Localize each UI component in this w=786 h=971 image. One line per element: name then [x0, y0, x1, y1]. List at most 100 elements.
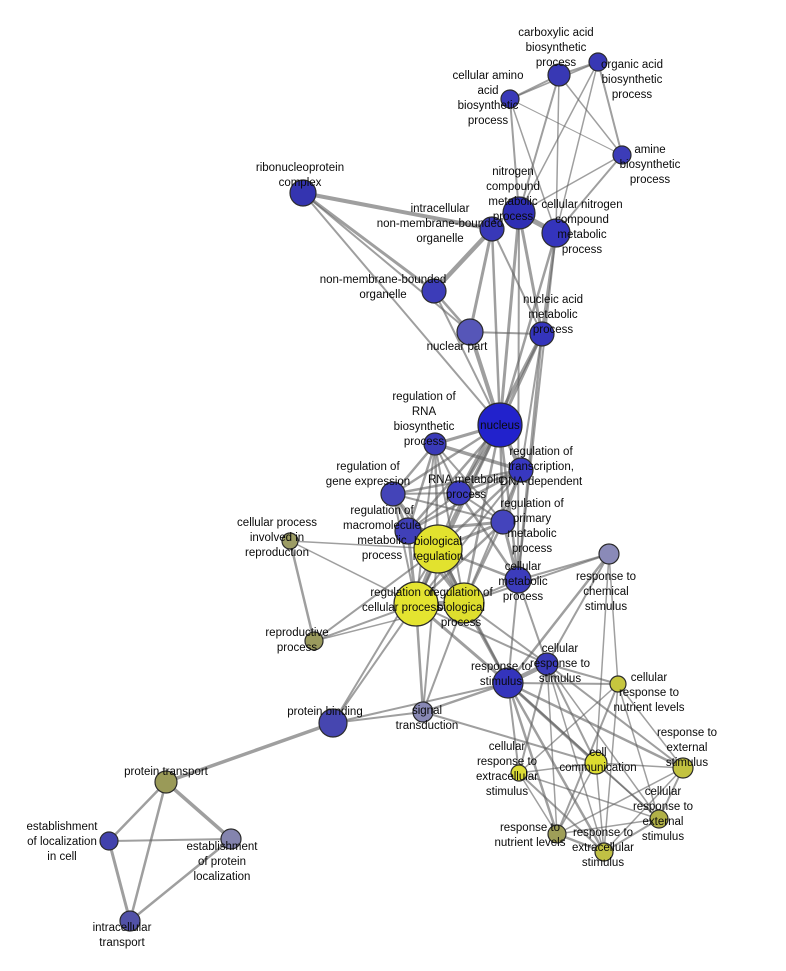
node-intratrans[interactable]: [119, 910, 141, 932]
node-intraorg[interactable]: [479, 216, 505, 242]
node-cellrespext[interactable]: [649, 809, 669, 829]
edge-protbind--sigtrans: [332, 711, 424, 724]
node-nuclearpart[interactable]: [456, 318, 484, 346]
node-respextracell[interactable]: [594, 842, 614, 862]
edge-protbind--prottrans: [164, 721, 335, 784]
edge-prottrans--intratrans: [128, 780, 168, 923]
node-cellmetab[interactable]: [504, 566, 532, 594]
edge-cellrespstim--respextracell: [546, 663, 605, 853]
node-carbox[interactable]: [547, 63, 571, 87]
edge-carbox--amine: [558, 74, 623, 156]
edge-regcell--protbind: [332, 603, 417, 724]
node-estprotloc[interactable]: [220, 828, 242, 850]
node-organicacid[interactable]: [588, 52, 608, 72]
node-respchem[interactable]: [598, 543, 620, 565]
node-regcell[interactable]: [393, 581, 439, 627]
node-respext[interactable]: [672, 757, 694, 779]
node-rnametab[interactable]: [446, 480, 472, 506]
node-regbio[interactable]: [443, 582, 485, 624]
edge-intraorg--nucleus: [490, 227, 502, 427]
edge-ribo--intraorg: [301, 191, 494, 231]
edge-nucleus--regmacro: [406, 423, 502, 533]
node-bioreg[interactable]: [413, 524, 463, 574]
edge-bioreg--protbind: [332, 548, 439, 724]
nodes-layer: [99, 52, 694, 932]
edge-organicacid--amine: [597, 61, 623, 156]
node-nmborg[interactable]: [421, 278, 447, 304]
node-cellrespextracell[interactable]: [510, 764, 528, 782]
edge-carbox--nitrogen: [518, 74, 560, 214]
node-nucleicacid[interactable]: [529, 321, 555, 347]
edge-ribo--nmborg: [301, 191, 436, 293]
node-label-prottrans: protein transport: [124, 766, 209, 778]
node-reggene[interactable]: [380, 481, 406, 507]
edge-regRNAbio--regtransc: [433, 442, 523, 472]
node-cellcomm[interactable]: [584, 751, 608, 775]
edge-prottrans--estprotloc: [164, 780, 233, 841]
node-amine[interactable]: [612, 145, 632, 165]
node-prottrans[interactable]: [154, 770, 178, 794]
edge-amine--nitrogen: [518, 154, 623, 214]
node-nitrogen[interactable]: [502, 196, 536, 230]
edge-intraorg--nuclearpart: [468, 227, 494, 334]
edge-intraorg--nmborg: [431, 226, 495, 294]
node-sigtrans[interactable]: [412, 701, 434, 723]
node-reproc[interactable]: [304, 631, 324, 651]
node-regtransc[interactable]: [508, 457, 534, 483]
edge-respchem--respstim: [506, 552, 611, 685]
edge-bioreg--sigtrans: [422, 548, 439, 713]
edge-cellrespstim--cellrespextracell: [518, 663, 548, 774]
node-estloccell[interactable]: [99, 831, 119, 851]
node-label-protbind: protein binding: [287, 706, 362, 718]
edge-nitrogen--nucleicacid: [517, 211, 544, 336]
node-regRNAbio[interactable]: [423, 432, 447, 456]
node-aminoacid[interactable]: [500, 89, 520, 109]
node-regmacro[interactable]: [394, 517, 422, 545]
node-cellrespstim[interactable]: [535, 652, 559, 676]
edge-nitrogen--cellmetab: [517, 212, 520, 581]
edge-bioreg--reproc: [313, 548, 439, 642]
edge-cellrespnutrient--respext: [617, 683, 684, 769]
edge-nucleicacid--regtransc: [520, 333, 543, 471]
node-cellprocrepro[interactable]: [281, 532, 299, 550]
node-cellnitrogen[interactable]: [541, 218, 571, 248]
edge-regRNAbio--regbio: [434, 443, 465, 604]
node-protbind[interactable]: [318, 708, 348, 738]
edge-estloccell--estprotloc: [108, 838, 232, 842]
edge-cellrespstim--cellrespnutrient: [546, 663, 619, 685]
edge-nitrogen--nucleus: [498, 211, 521, 427]
node-regprimary[interactable]: [490, 509, 516, 535]
node-cellrespnutrient[interactable]: [609, 675, 627, 693]
node-ribo[interactable]: [289, 179, 317, 207]
edge-cellmetab--respstim: [507, 579, 519, 684]
node-respnutrient[interactable]: [547, 824, 567, 844]
edge-reggene--regprimary: [392, 493, 504, 523]
edge-cellrespnutrient--cellrespext: [617, 683, 660, 820]
node-label-nucleus: nucleus: [480, 420, 520, 432]
edge-respchem--cellrespnutrient: [608, 553, 619, 685]
node-nucleus[interactable]: [477, 402, 523, 448]
edge-regbio--reproc: [313, 602, 465, 642]
edge-cellrespnutrient--cellrespextracell: [518, 683, 619, 774]
node-respstim[interactable]: [492, 667, 524, 699]
